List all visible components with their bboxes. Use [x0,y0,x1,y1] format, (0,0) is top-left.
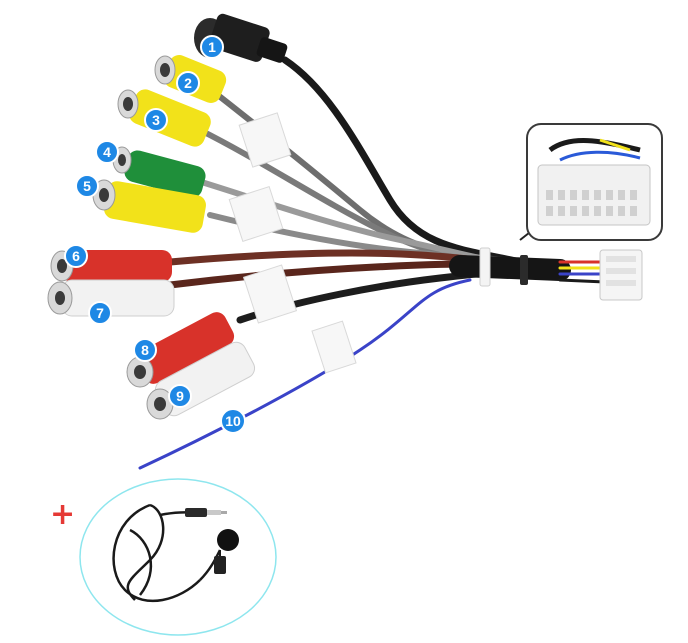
microphone-icon [214,529,239,574]
badge-5-label: 5 [83,178,91,194]
plug-8-red [126,312,235,388]
plug-3-yellow [117,89,211,147]
badge-6: 6 [64,244,88,268]
badge-4-label: 4 [103,144,111,160]
microphone-accessory [79,478,277,636]
badge-8: 8 [133,338,157,362]
badge-6-label: 6 [72,248,80,264]
badge-7: 7 [88,301,112,325]
badge-3-label: 3 [152,112,160,128]
audio-plug-icon [185,508,227,517]
badge-2-label: 2 [184,75,192,91]
badge-4: 4 [95,140,119,164]
badge-2: 2 [176,71,200,95]
badge-3: 3 [144,108,168,132]
connector-inset [519,123,663,241]
plus-sign: + [50,497,76,532]
badge-5: 5 [75,174,99,198]
number-badges: 1 2 3 4 5 6 7 8 [64,35,246,434]
accessory-circle-outline [79,478,277,636]
plug-5-yellow [92,179,206,233]
badge-8-label: 8 [141,342,149,358]
microphone-cable [112,503,222,603]
cable-ties [479,247,528,287]
badge-1: 1 [200,35,224,59]
badge-1-label: 1 [208,39,216,55]
badge-10: 10 [220,408,246,434]
wire-tags [228,112,357,374]
harness-connector [599,249,643,301]
badge-9: 9 [168,384,192,408]
badge-7-label: 7 [96,305,104,321]
badge-9-label: 9 [176,388,184,404]
badge-10-label: 10 [225,413,241,429]
